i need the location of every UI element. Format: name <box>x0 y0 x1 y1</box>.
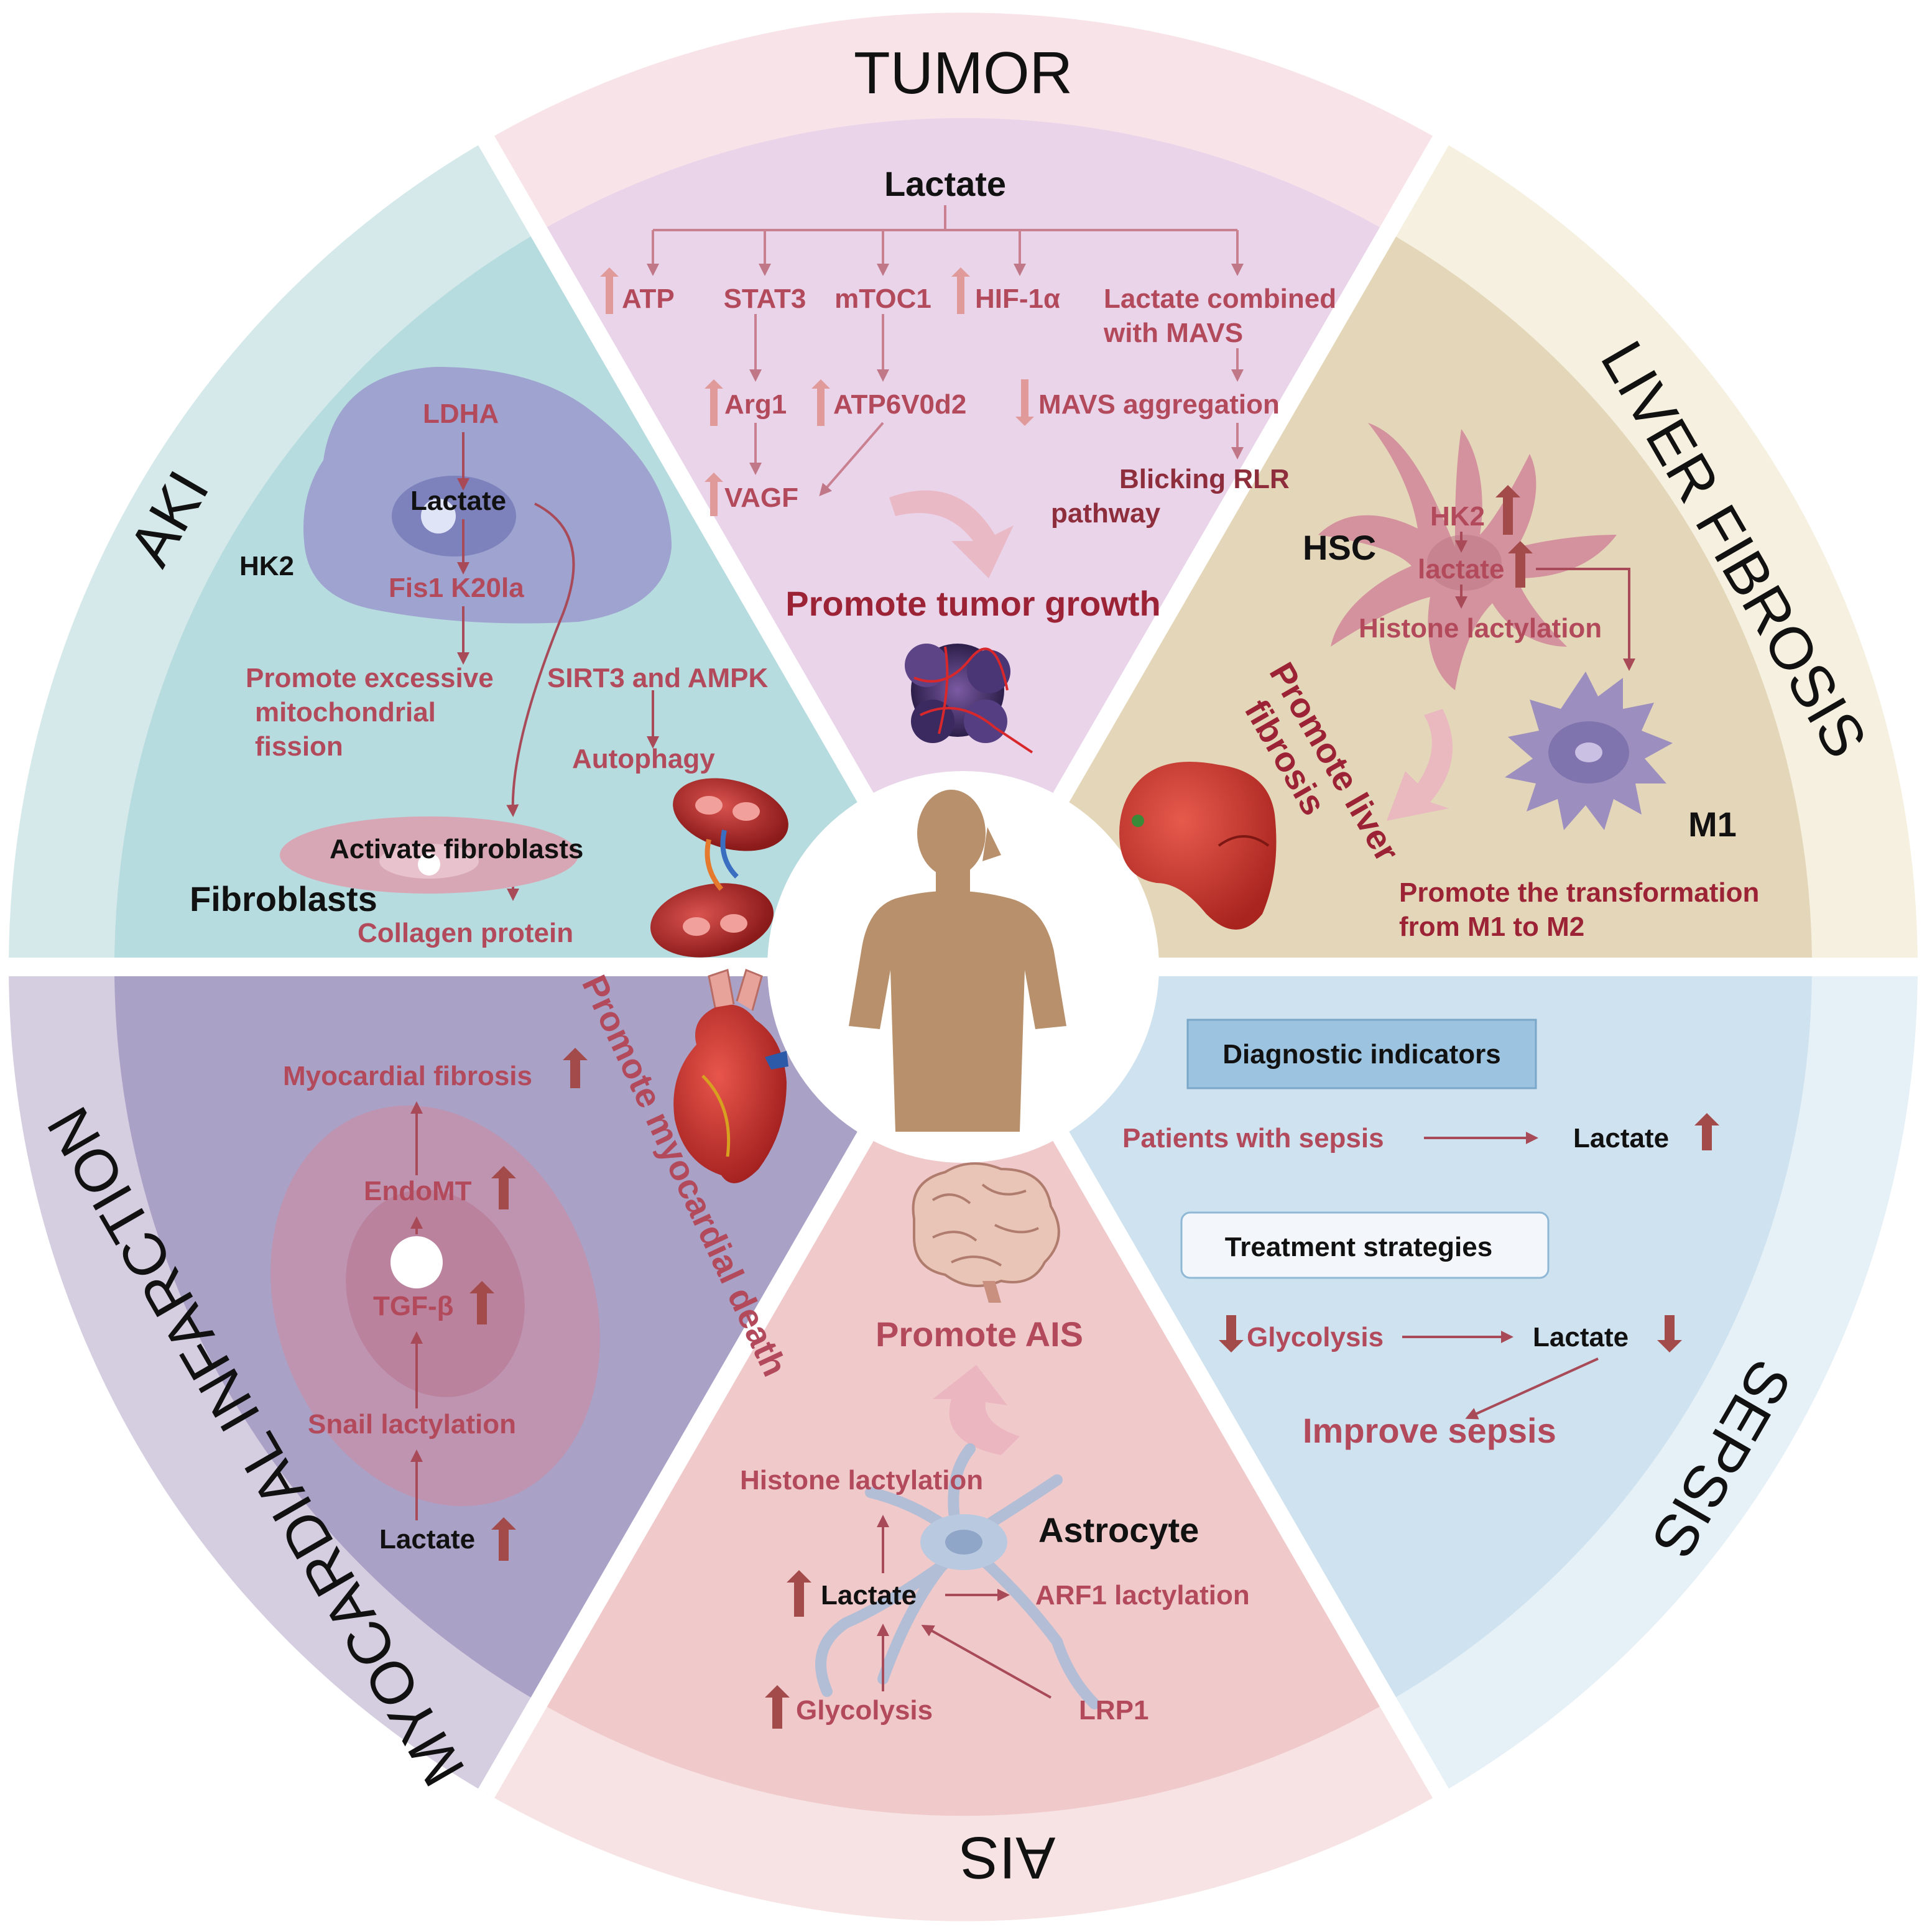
mi-fibrosis-up-icon <box>563 1048 588 1088</box>
tumor-mavs-aggregation: MAVS aggregation <box>1038 389 1280 420</box>
aki-fission-1: Promote excessive <box>246 663 494 693</box>
ais-lactate: Lactate <box>821 1580 917 1611</box>
sepsis-lactate-up-icon <box>1694 1113 1719 1150</box>
mi-fibrosis: Myocardial fibrosis <box>283 1061 532 1091</box>
ais-outcome: Promote AIS <box>876 1315 1083 1354</box>
ais-lrp1: LRP1 <box>1079 1695 1148 1726</box>
tumor-stat3: STAT3 <box>724 284 806 314</box>
heart-icon <box>673 968 788 1183</box>
ais-histone: Histone lactylation <box>740 1465 983 1495</box>
aki-fission-2: mitochondrial <box>255 697 436 728</box>
mi-pathway: Myocardial fibrosis EndoMT TGF-β Snail l… <box>270 968 795 1561</box>
tumor-mavs-down-icon <box>1015 379 1034 426</box>
sepsis-pathway: Diagnostic indicators Patients with seps… <box>1122 1019 1719 1450</box>
aki-fibroblasts: Fibroblasts <box>190 879 377 918</box>
sepsis-patients: Patients with sepsis <box>1122 1123 1384 1153</box>
aki-lactate: Lactate <box>410 486 506 516</box>
ais-title: AIS <box>959 1824 1056 1891</box>
mi-lactate-up-icon <box>491 1517 516 1561</box>
aki-fission-3: fission <box>255 731 343 762</box>
liver-transform-1: Promote the transformation <box>1399 877 1759 908</box>
ais-arf1: ARF1 lactylation <box>1035 1580 1250 1611</box>
aki-collagen: Collagen protein <box>358 918 573 948</box>
sepsis-treat-box <box>1180 1211 1550 1279</box>
liver-icon <box>1119 762 1277 930</box>
aki-pathway: LDHA Lactate HK2 Fis1 K20la Promote exce… <box>190 367 788 958</box>
aki-sirt3: SIRT3 and AMPK <box>547 663 769 693</box>
sepsis-diag-box <box>1186 1019 1537 1089</box>
ais-glycolysis: Glycolysis <box>796 1695 933 1726</box>
tumor-atp6v0d2: ATP6V0d2 <box>833 389 966 420</box>
sepsis-treat-header: Treatment strategies <box>1225 1232 1492 1262</box>
ais-lactate-up-icon <box>787 1570 811 1617</box>
tumor-cell-icon <box>905 644 1033 754</box>
mi-tgf: TGF-β <box>373 1291 454 1321</box>
aki-ldha: LDHA <box>423 399 499 429</box>
tumor-pathway: Lactate ATP STAT3 mTOC1 HI <box>600 164 1336 754</box>
liver-histone: Histone lactylation <box>1359 613 1602 644</box>
tumor-atp: ATP <box>622 284 675 314</box>
liver-m1: M1 <box>1688 805 1737 844</box>
ais-astrocyte: Astrocyte <box>1038 1510 1199 1550</box>
mi-cell-inner <box>346 1190 525 1397</box>
aki-autophagy: Autophagy <box>572 744 715 774</box>
liver-transform-2: from M1 to M2 <box>1399 912 1584 942</box>
sepsis-outcome: Improve sepsis <box>1303 1411 1556 1450</box>
mi-lactate: Lactate <box>379 1524 475 1555</box>
tumor-mavs-combined-1: Lactate combined <box>1104 284 1336 314</box>
tumor-arg1-up-icon <box>705 379 723 426</box>
liver-lactate-up-icon <box>1508 541 1533 588</box>
tumor-atp6-up-icon <box>811 379 830 426</box>
sepsis-lactate-down-icon <box>1657 1315 1682 1352</box>
sepsis-glycolysis: Glycolysis <box>1247 1322 1384 1352</box>
tumor-vagf: VAGF <box>724 483 798 513</box>
aki-fis1: Fis1 K20la <box>389 573 524 603</box>
tumor-curve-arrow-icon <box>889 490 1014 578</box>
tumor-outcome: Promote tumor growth <box>785 584 1161 623</box>
liver-hsc: HSC <box>1303 528 1376 567</box>
tumor-rlr-1: Blicking RLR <box>1119 464 1290 494</box>
liver-curve-arrow-icon <box>1387 709 1453 821</box>
tumor-hif: HIF-1α <box>975 284 1060 314</box>
ais-curve-arrow-icon <box>933 1365 1020 1455</box>
tumor-title: TUMOR <box>854 40 1073 106</box>
mi-endomt: EndoMT <box>364 1176 472 1206</box>
tumor-lactate: Lactate <box>884 164 1006 203</box>
kidney-icon <box>650 778 788 958</box>
liver-lactate: lactate <box>1418 554 1504 585</box>
macrophage-icon <box>1505 672 1673 830</box>
ais-pathway: Promote AIS Histone lactylation Astrocyt… <box>740 1162 1250 1729</box>
brain-icon <box>912 1162 1060 1303</box>
tumor-mavs-combined-2: with MAVS <box>1103 318 1243 348</box>
sepsis-diag-header: Diagnostic indicators <box>1222 1039 1500 1070</box>
tumor-mtoc1: mTOC1 <box>834 284 931 314</box>
human-silhouette-icon <box>849 790 1066 1132</box>
mi-tgf-up-icon <box>469 1281 494 1324</box>
tumor-arg1: Arg1 <box>724 389 787 420</box>
liver-hk2: HK2 <box>1430 501 1485 532</box>
tumor-hif-up-icon <box>951 267 970 314</box>
sepsis-lactate-2: Lactate <box>1533 1322 1629 1352</box>
tumor-atp-up-icon <box>600 267 619 314</box>
mi-snail: Snail lactylation <box>308 1409 516 1440</box>
liver-hk2-up-icon <box>1495 485 1520 535</box>
sector-sepsis-inner <box>963 967 1812 1702</box>
liver-pathway: HSC HK2 lactate Histone lactylation M1 P… <box>1119 423 1759 942</box>
tumor-rlr-2: pathway <box>1051 498 1161 529</box>
mi-endomt-up-icon <box>491 1166 516 1209</box>
sepsis-lactate: Lactate <box>1573 1123 1669 1153</box>
tumor-vagf-up-icon <box>705 473 723 516</box>
sepsis-glycolysis-down-icon <box>1219 1315 1244 1352</box>
aki-hk2: HK2 <box>239 551 294 581</box>
ais-glycolysis-up-icon <box>765 1685 790 1729</box>
aki-activate: Activate fibroblasts <box>330 834 583 864</box>
